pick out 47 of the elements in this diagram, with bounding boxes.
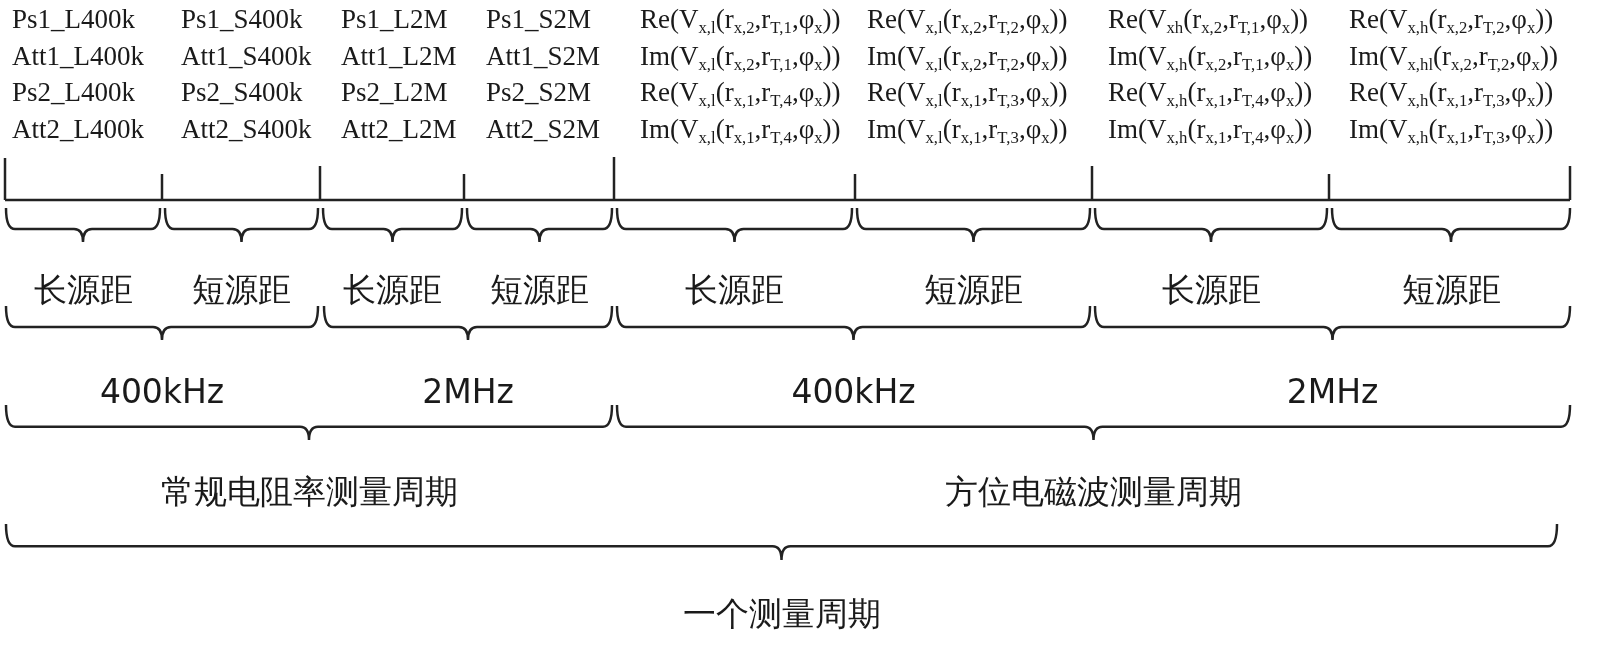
spacing-label: 短源距 bbox=[1401, 271, 1501, 309]
spacing-label: 长源距 bbox=[685, 271, 784, 309]
formula-label: Im(V$_{x,h}$(r$_{x,1}$,r$_{T,3}$,φ$_{x}$)) bbox=[1349, 115, 1554, 145]
formula-label: Im(V$_{x,l}$(r$_{x,2}$,r$_{T,1}$,φ$_{x}$)) bbox=[640, 42, 841, 72]
signal-name-label: Ps1_L2M bbox=[341, 5, 448, 35]
total-cycle-label: 一个测量周期 bbox=[682, 595, 881, 633]
signal-name-label: Att1_S2M bbox=[486, 42, 601, 72]
frequency-label: 2MHz bbox=[422, 373, 514, 411]
signal-name-label: Att2_L400k bbox=[12, 115, 144, 145]
spacing-label: 短源距 bbox=[490, 271, 589, 309]
signal-name-label: Att1_L2M bbox=[341, 42, 457, 72]
formula-label: Re(V$_{x,h}$(r$_{x,2}$,r$_{T,2}$,φ$_{x}$)) bbox=[1349, 5, 1554, 35]
formula-label: Re(V$_{x,l}$(r$_{x,2}$,r$_{T,1}$,φ$_{x}$)) bbox=[640, 5, 841, 35]
spacing-label: 短源距 bbox=[192, 271, 291, 309]
signal-name-label: Att1_S400k bbox=[181, 42, 312, 72]
cycle-label: 方位电磁波测量周期 bbox=[945, 473, 1242, 511]
spacing-label: 长源距 bbox=[1161, 271, 1261, 309]
signal-name-label: Ps2_L2M bbox=[341, 78, 448, 108]
signal-name-label: Ps1_L400k bbox=[12, 5, 136, 35]
formula-label: Re(V$_{xh}$(r$_{x,2}$,r$_{T,1}$,φ$_{x}$)) bbox=[1108, 5, 1309, 35]
frequency-label: 400kHz bbox=[99, 373, 225, 411]
signal-name-label: Att2_S2M bbox=[486, 115, 601, 145]
formula-label: Im(V$_{x,h}$(r$_{x,1}$,r$_{T,4}$,φ$_{x}$)) bbox=[1108, 115, 1313, 145]
formula-label: Im(V$_{x,l}$(r$_{x,1}$,r$_{T,4}$,φ$_{x}$)) bbox=[640, 115, 841, 145]
formula-label: Re(V$_{x,l}$(r$_{x,1}$,r$_{T,4}$,φ$_{x}$)) bbox=[640, 78, 841, 108]
signal-name-label: Ps2_S400k bbox=[181, 78, 303, 108]
formula-label: Re(V$_{x,h}$(r$_{x,1}$,r$_{T,4}$,φ$_{x}$)) bbox=[1108, 78, 1313, 108]
signal-name-label: Att2_S400k bbox=[181, 115, 312, 145]
formula-label: Im(V$_{x,h}$(r$_{x,2}$,r$_{T,1}$,φ$_{x}$)) bbox=[1108, 42, 1313, 72]
frequency-label: 2MHz bbox=[1286, 373, 1379, 411]
signal-name-label: Att1_L400k bbox=[12, 42, 144, 72]
cycle-label: 常规电阻率测量周期 bbox=[160, 473, 458, 511]
spacing-label: 短源距 bbox=[924, 271, 1023, 309]
formula-label: Im(V$_{x,l}$(r$_{x,2}$,r$_{T,2}$,φ$_{x}$)) bbox=[867, 42, 1068, 72]
signal-name-label: Ps2_L400k bbox=[12, 78, 136, 108]
formula-label: Im(V$_{x,hl}$(r$_{x,2}$,r$_{T,2}$,φ$_{x}$)) bbox=[1349, 42, 1558, 72]
spacing-label: 长源距 bbox=[33, 271, 133, 309]
signal-name-label: Att2_L2M bbox=[341, 115, 457, 145]
signal-name-label: Ps2_S2M bbox=[486, 78, 592, 108]
formula-label: Im(V$_{x,l}$(r$_{x,1}$,r$_{T,3}$,φ$_{x}$)) bbox=[867, 115, 1068, 145]
signal-name-label: Ps1_S2M bbox=[486, 5, 592, 35]
signal-name-label: Ps1_S400k bbox=[181, 5, 303, 35]
formula-label: Re(V$_{x,h}$(r$_{x,1}$,r$_{T,3}$,φ$_{x}$)) bbox=[1349, 78, 1554, 108]
frequency-label: 400kHz bbox=[791, 373, 916, 411]
spacing-label: 长源距 bbox=[343, 271, 442, 309]
formula-label: Re(V$_{x,l}$(r$_{x,2}$,r$_{T,2}$,φ$_{x}$)) bbox=[867, 5, 1068, 35]
formula-label: Re(V$_{x,l}$(r$_{x,1}$,r$_{T,3}$,φ$_{x}$)) bbox=[867, 78, 1068, 108]
